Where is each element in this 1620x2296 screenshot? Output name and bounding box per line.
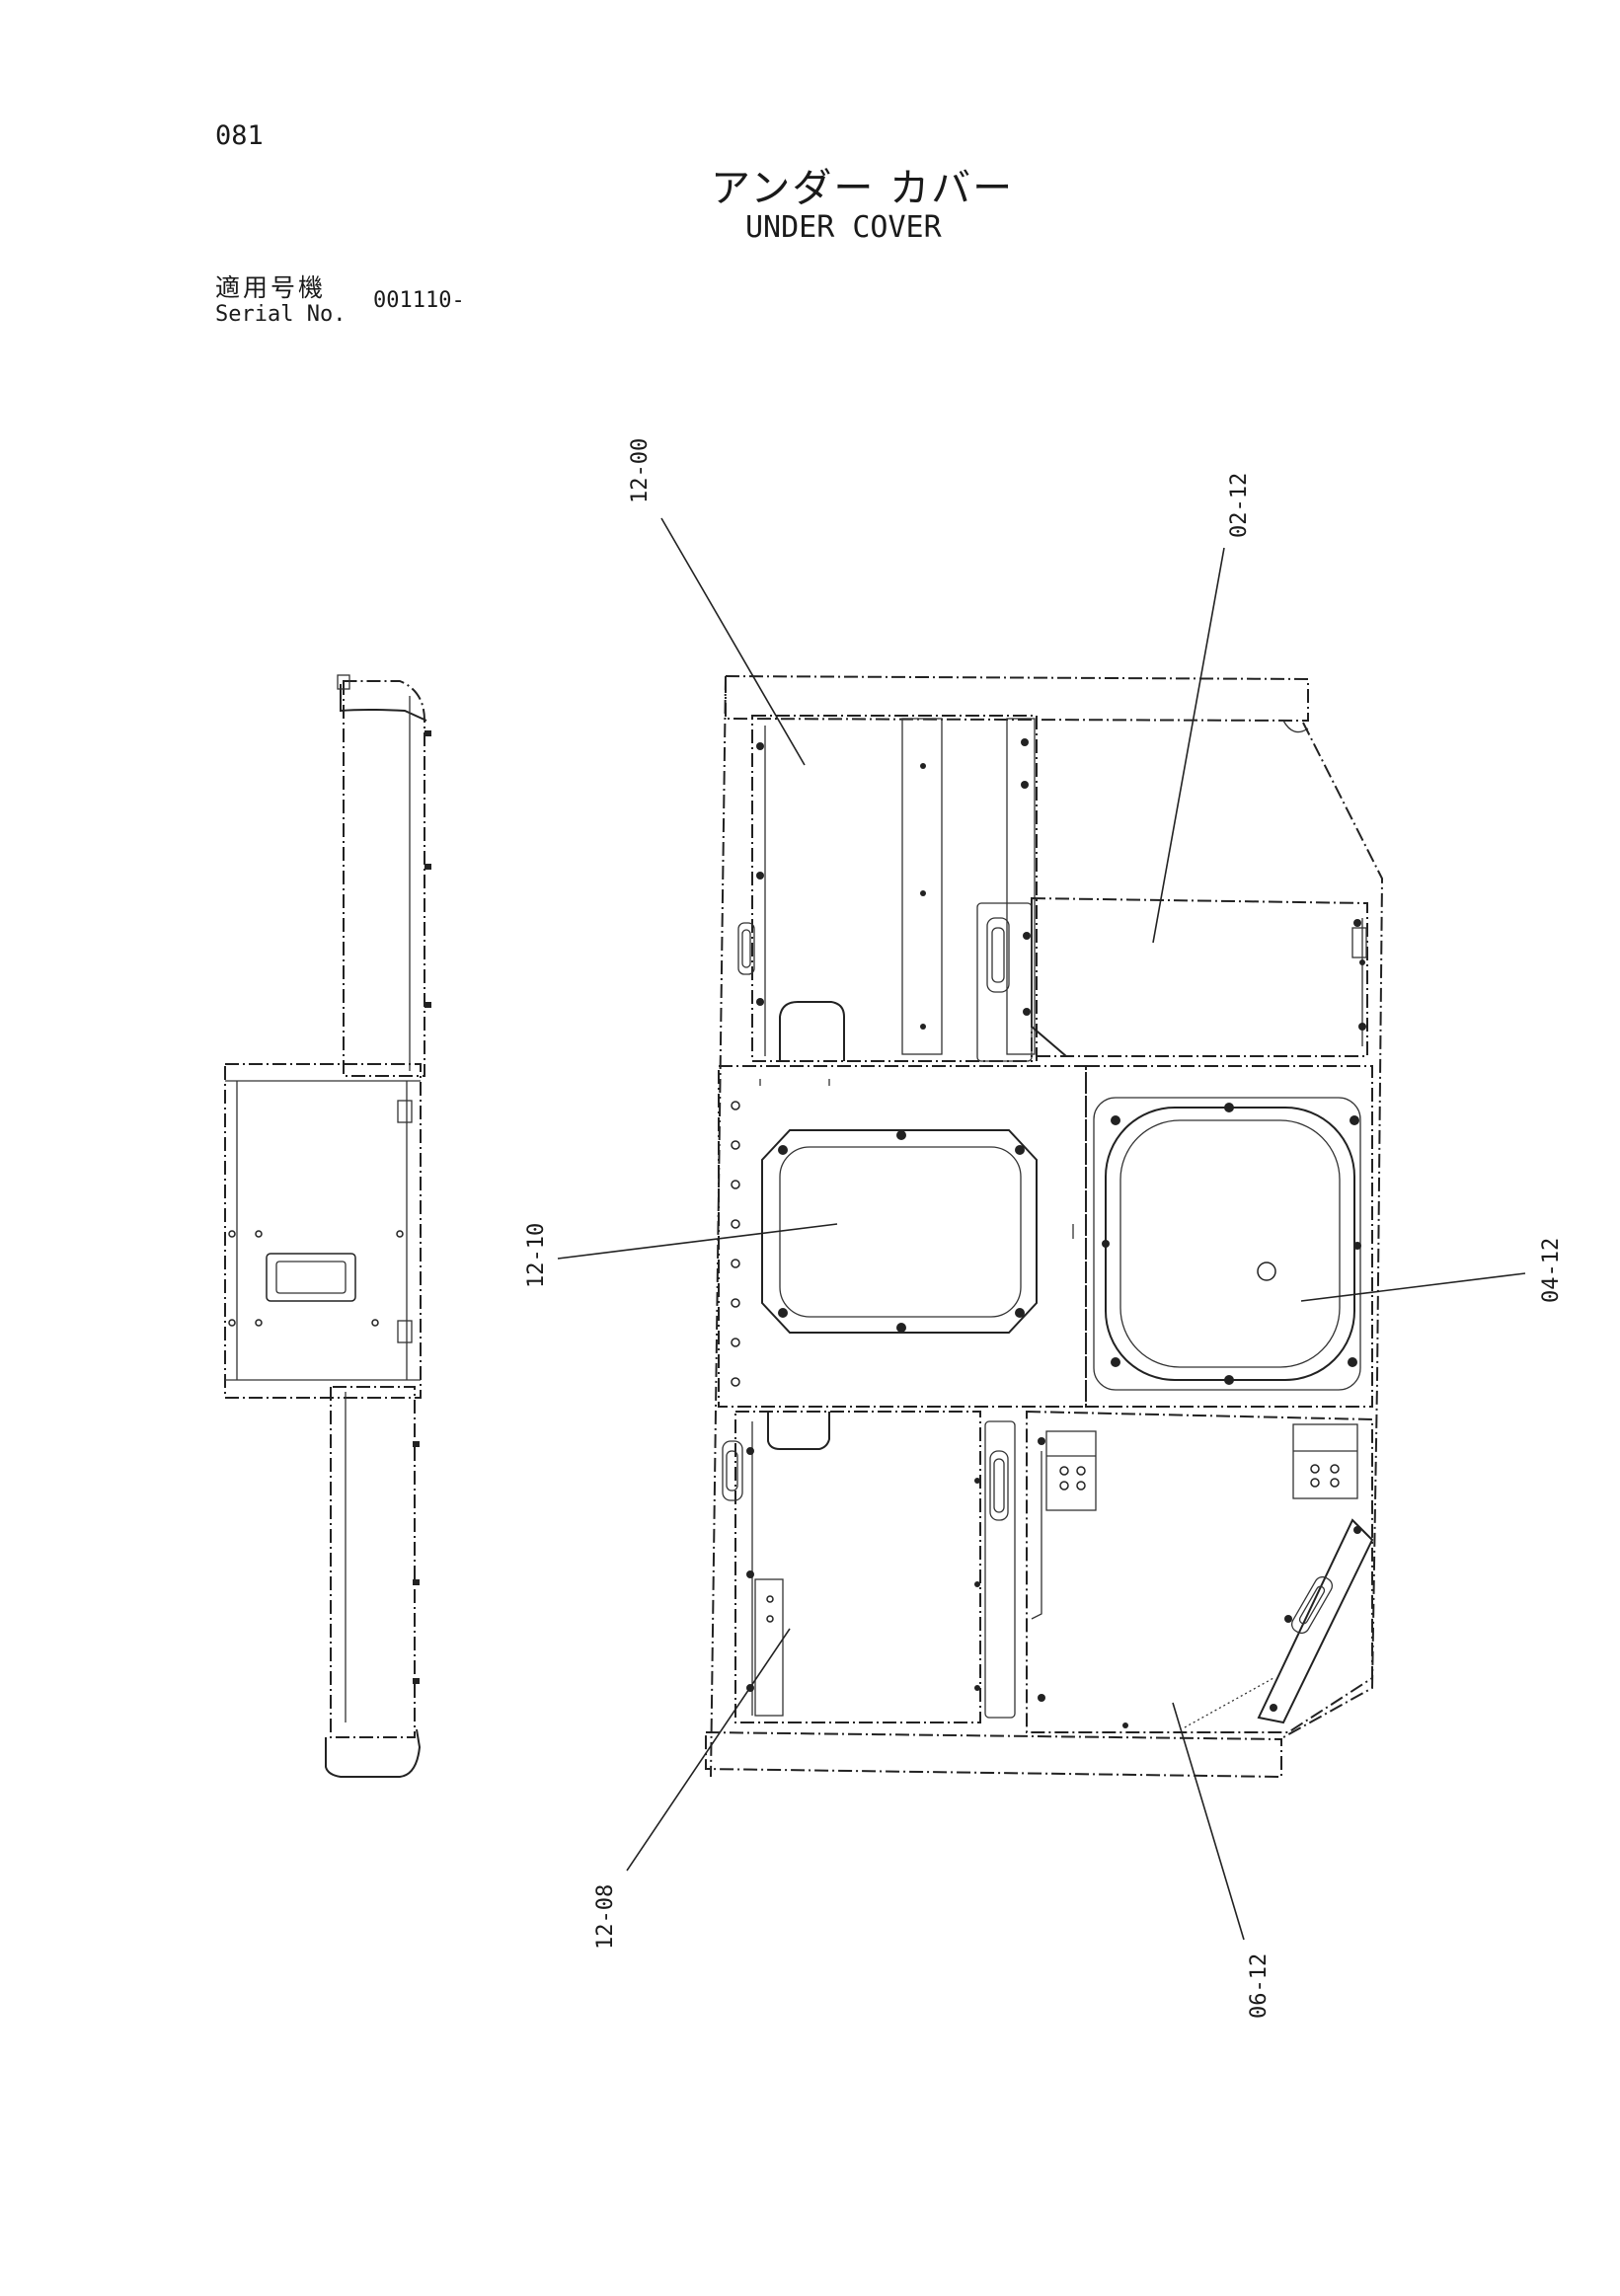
callout-12-08: 12-08 xyxy=(593,1884,618,1950)
callout-06-12: 06-12 xyxy=(1247,1953,1272,2019)
callout-02-12: 02-12 xyxy=(1227,473,1252,538)
cover-panel-02-12 xyxy=(976,896,1368,1062)
callout-04-12: 04-12 xyxy=(1539,1238,1564,1303)
callouts: 12-00 02-12 12-10 04-12 12-08 06-12 xyxy=(524,438,1564,2019)
callout-12-10: 12-10 xyxy=(524,1223,549,1288)
serial-label-english: Serial No. xyxy=(215,302,347,327)
callout-12-00: 12-00 xyxy=(628,438,653,503)
leader-06-12 xyxy=(1172,1702,1245,1941)
leader-04-12 xyxy=(1300,1272,1526,1302)
cover-panel-12-00 xyxy=(737,715,1038,1062)
cover-panel-12-10 xyxy=(718,1065,1087,1408)
serial-label-japanese: 適用号機 xyxy=(215,273,327,302)
cover-panel-06-12 xyxy=(1026,1410,1374,1733)
serial-number-value: 001110- xyxy=(373,288,465,313)
leader-12-08 xyxy=(626,1628,791,1872)
leader-02-12 xyxy=(1152,547,1225,944)
title-japanese: アンダー カバー xyxy=(711,166,1015,211)
leader-12-10 xyxy=(557,1223,838,1260)
title-english: UNDER COVER xyxy=(745,210,942,245)
cover-panel-12-08 xyxy=(722,1411,1016,1723)
side-view xyxy=(224,674,431,1778)
leader-12-00 xyxy=(660,517,806,766)
page-number: 081 xyxy=(215,120,264,151)
cover-panel-04-12 xyxy=(1085,1065,1373,1408)
under-cover-plan-view xyxy=(705,674,1384,1779)
